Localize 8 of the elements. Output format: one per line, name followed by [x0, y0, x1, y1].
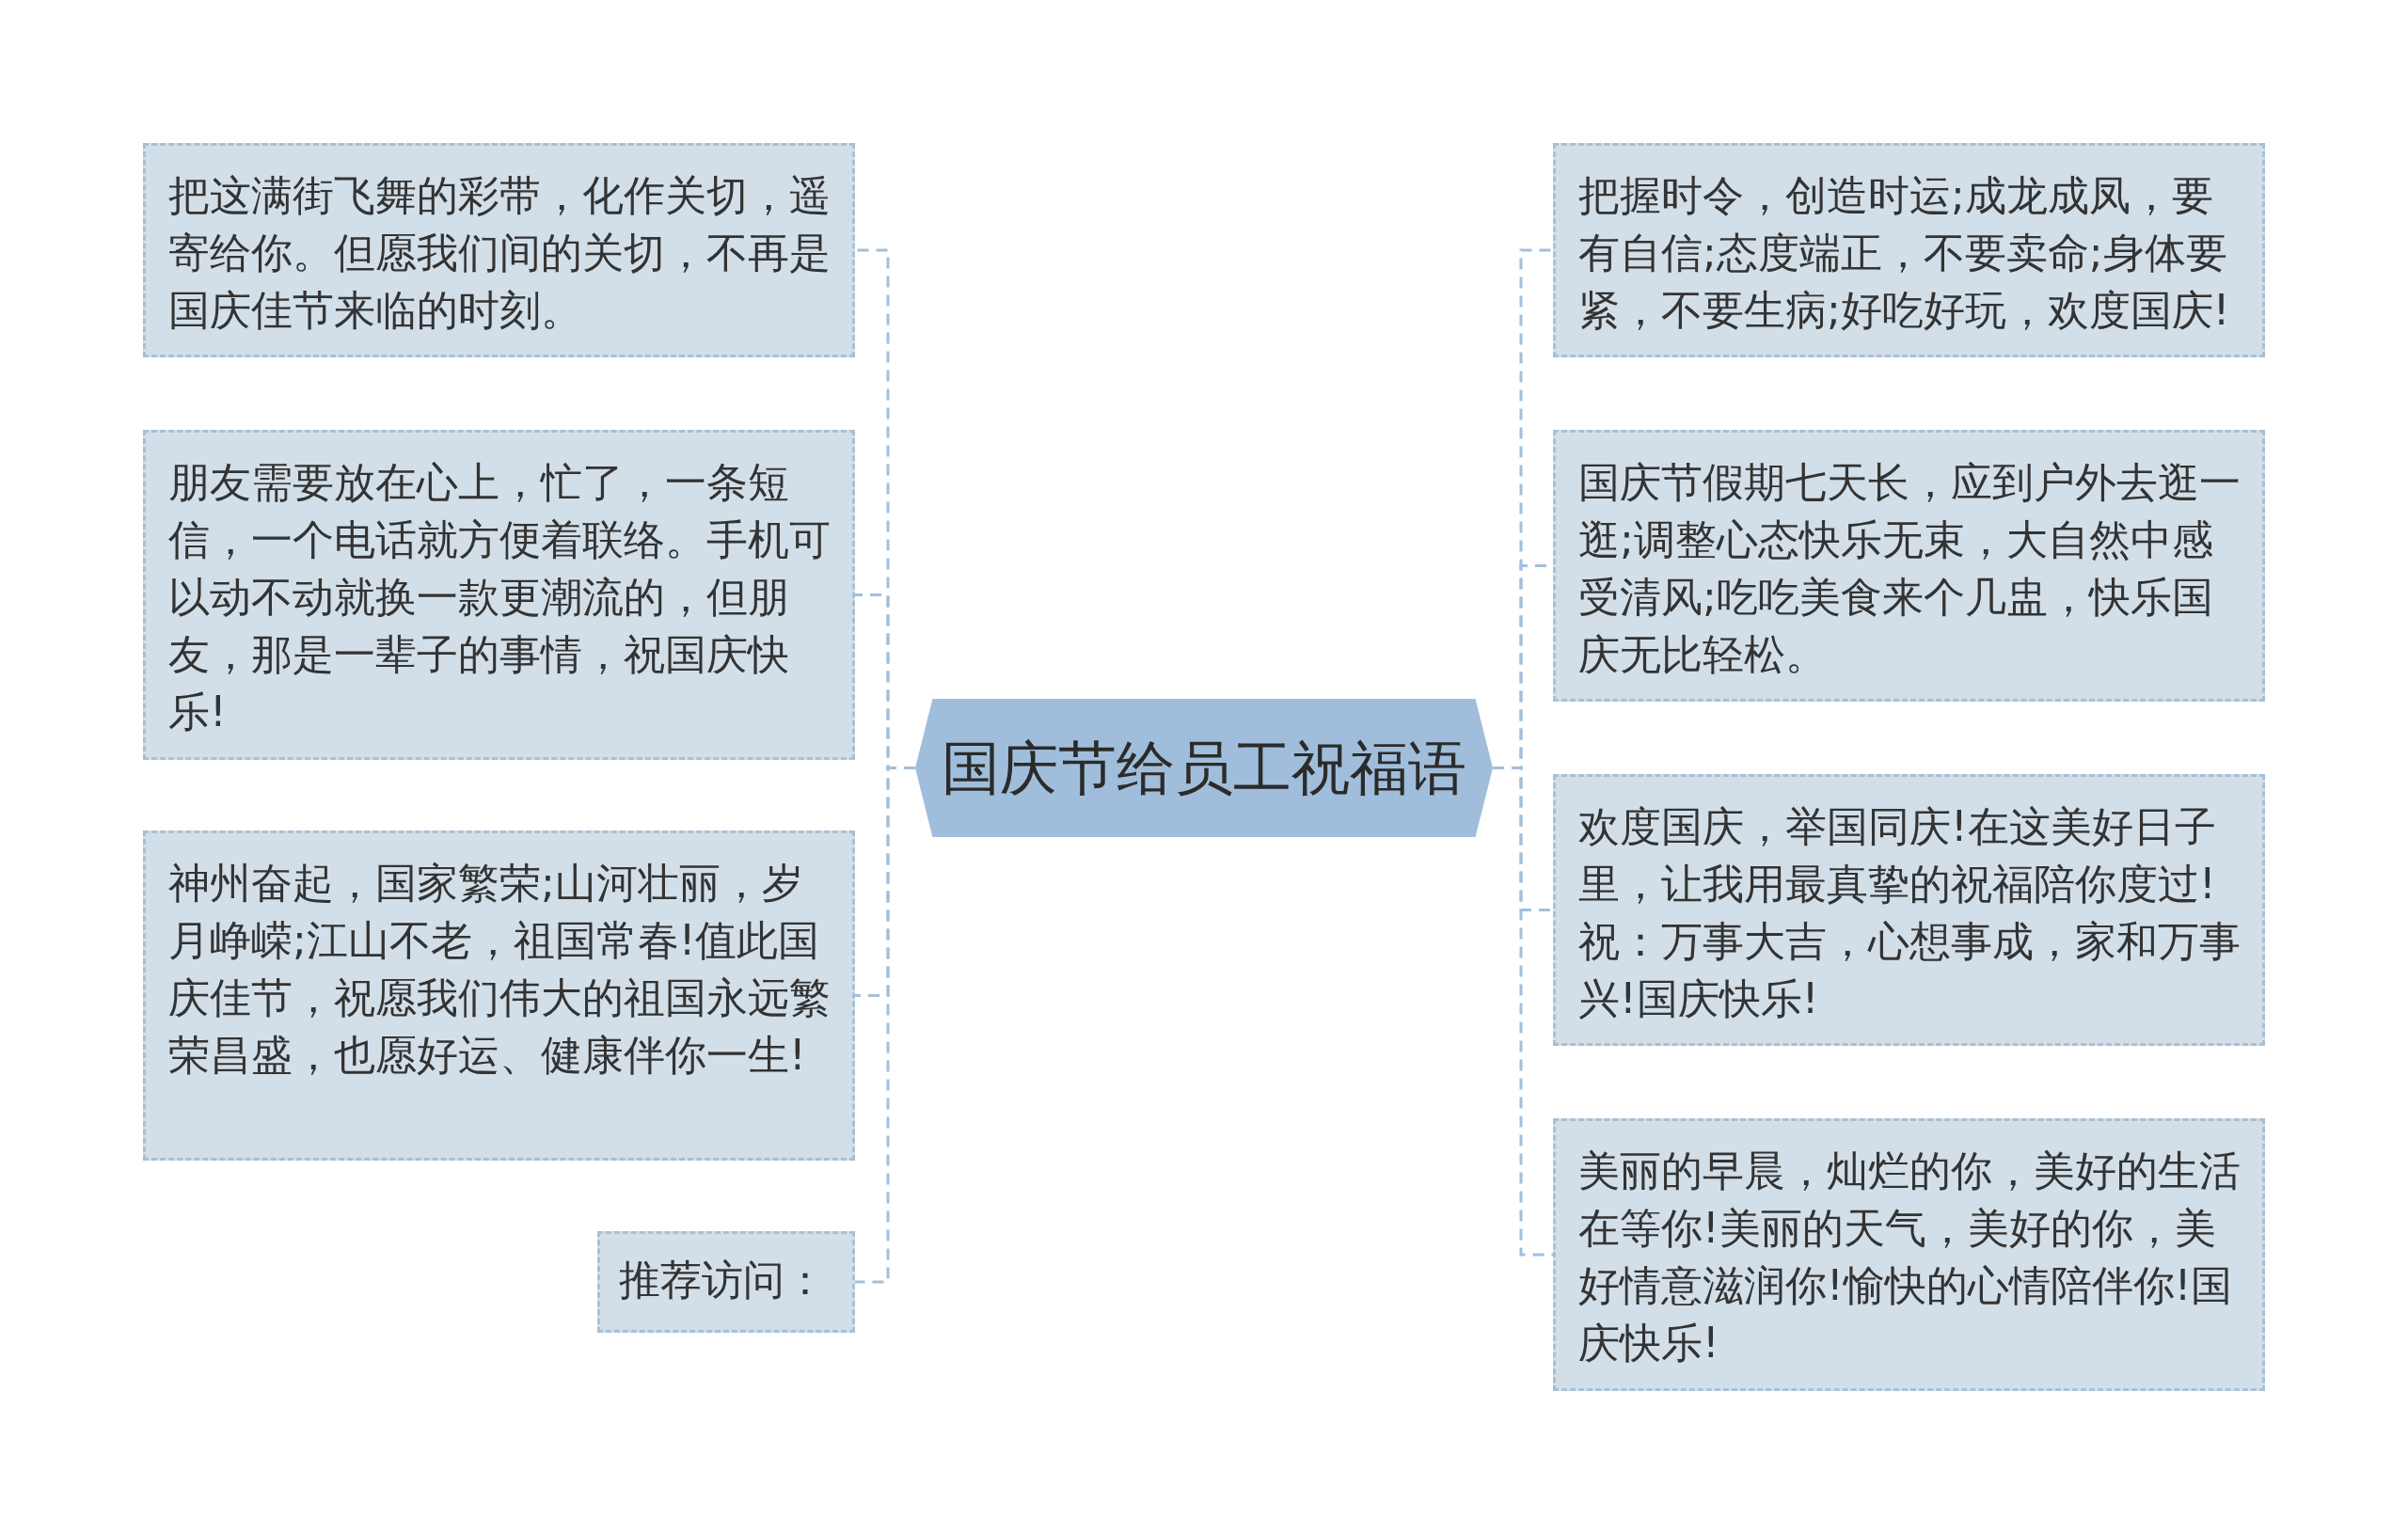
text-box: 把握时令，创造时运;成龙成凤，要有自信;态度端正，不要卖命;身体要紧，不要生病;好吃好玩，欢度国庆!: [1553, 143, 2265, 357]
text-box: 把这满街飞舞的彩带，化作关切，遥寄给你。但愿我们间的关切，不再是国庆佳节来临的时刻。: [143, 143, 855, 357]
text-box: 美丽的早晨，灿烂的你，美好的生活在等你!美丽的天气，美好的你，美好情意滋润你!愉快的心情陪伴你!国庆快乐!: [1553, 1118, 2265, 1391]
text-box: 神州奋起，国家繁荣;山河壮丽，岁月峥嵘;江山不老，祖国常春!值此国庆佳节，祝愿我们伟大的祖国永远繁荣昌盛，也愿好运、健康伴你一生!: [143, 830, 855, 1161]
text-box: 推荐访问：: [597, 1231, 855, 1333]
text-box: 朋友需要放在心上，忙了，一条短信，一个电话就方便着联络。手机可以动不动就换一款更潮流的，但朋友，那是一辈子的事情，祝国庆快乐!: [143, 430, 855, 760]
text-box: 欢度国庆，举国同庆!在这美好日子里，让我用最真挚的祝福陪你度过!祝：万事大吉，心想事成，家和万事兴!国庆快乐!: [1553, 774, 2265, 1046]
text-box: 国庆节假期七天长，应到户外去逛一逛;调整心态快乐无束，大自然中感受清风;吃吃美食来个几盅，快乐国庆无比轻松。: [1553, 430, 2265, 702]
